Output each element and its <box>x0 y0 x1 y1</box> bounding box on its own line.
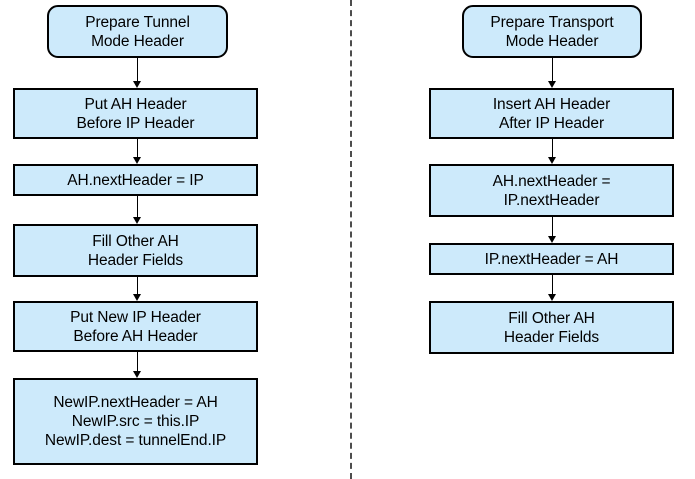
node-line: IP.nextHeader <box>503 191 600 209</box>
node-ip-nextheader-eq-ah[interactable]: IP.nextHeader = AH <box>429 243 674 275</box>
arrowhead-icon <box>547 81 556 88</box>
node-line: Put AH Header <box>84 95 187 113</box>
node-line: IP.nextHeader = AH <box>484 250 619 268</box>
node-insert-ah-header-after-ip-header[interactable]: Insert AH Header After IP Header <box>429 88 674 139</box>
node-ah-nextheader-eq-ip-nextheader[interactable]: AH.nextHeader = IP.nextHeader <box>429 164 674 217</box>
node-line: Put New IP Header <box>70 308 201 326</box>
node-put-ah-header-before-ip-header[interactable]: Put AH Header Before IP Header <box>13 88 258 139</box>
edge-ah-nextheader-to-ip-nextheader <box>552 217 553 236</box>
node-line: Before AH Header <box>73 327 198 345</box>
node-line: Mode Header <box>505 32 599 50</box>
node-line: AH.nextHeader = <box>492 172 611 190</box>
node-line: Insert AH Header <box>492 95 611 113</box>
arrowhead-icon <box>132 81 141 88</box>
node-line: Header Fields <box>87 251 184 269</box>
edge-fill-other-to-put-new-ip <box>137 277 138 294</box>
arrowhead-icon <box>132 157 141 164</box>
edge-prepare-transport-to-insert-ah <box>552 58 553 81</box>
node-fill-other-ah-header-fields[interactable]: Fill Other AH Header Fields <box>13 224 258 277</box>
node-line: Prepare Transport <box>490 13 614 31</box>
node-newip-assignments[interactable]: NewIP.nextHeader = AH NewIP.src = this.I… <box>13 378 258 465</box>
node-line: NewIP.dest = tunnelEnd.IP <box>44 432 227 449</box>
node-line: Fill Other AH <box>508 309 595 327</box>
arrowhead-icon <box>547 294 556 301</box>
edge-ip-nextheader-to-fill-other <box>552 275 553 294</box>
node-line: NewIP.nextHeader = AH <box>53 394 218 411</box>
edge-put-ah-to-ah-nextheader <box>137 139 138 157</box>
node-ah-nextheader-eq-ip[interactable]: AH.nextHeader = IP <box>13 164 258 196</box>
node-line: NewIP.src = this.IP <box>71 413 200 430</box>
node-line: Before IP Header <box>76 114 195 132</box>
node-line: Mode Header <box>91 32 184 50</box>
column-divider <box>350 0 352 479</box>
edge-ah-nextheader-to-fill-other <box>137 196 138 217</box>
edge-put-new-ip-to-newip-assignments <box>137 352 138 371</box>
node-fill-other-ah-header-fields-transport[interactable]: Fill Other AH Header Fields <box>429 301 674 354</box>
arrowhead-icon <box>132 294 141 301</box>
node-line: Fill Other AH <box>92 232 179 250</box>
arrowhead-icon <box>132 371 141 378</box>
edge-prepare-to-put-ah <box>137 58 138 81</box>
arrowhead-icon <box>132 217 141 224</box>
node-prepare-tunnel-mode-header[interactable]: Prepare Tunnel Mode Header <box>47 5 228 58</box>
node-line: Header Fields <box>503 328 600 346</box>
edge-insert-ah-to-ah-nextheader <box>552 139 553 157</box>
node-put-new-ip-header-before-ah-header[interactable]: Put New IP Header Before AH Header <box>13 301 258 352</box>
node-prepare-transport-mode-header[interactable]: Prepare Transport Mode Header <box>462 5 642 58</box>
node-line: After IP Header <box>498 114 605 132</box>
node-line: Prepare Tunnel <box>85 13 190 31</box>
arrowhead-icon <box>547 236 556 243</box>
arrowhead-icon <box>547 157 556 164</box>
node-line: AH.nextHeader = IP <box>67 171 204 189</box>
